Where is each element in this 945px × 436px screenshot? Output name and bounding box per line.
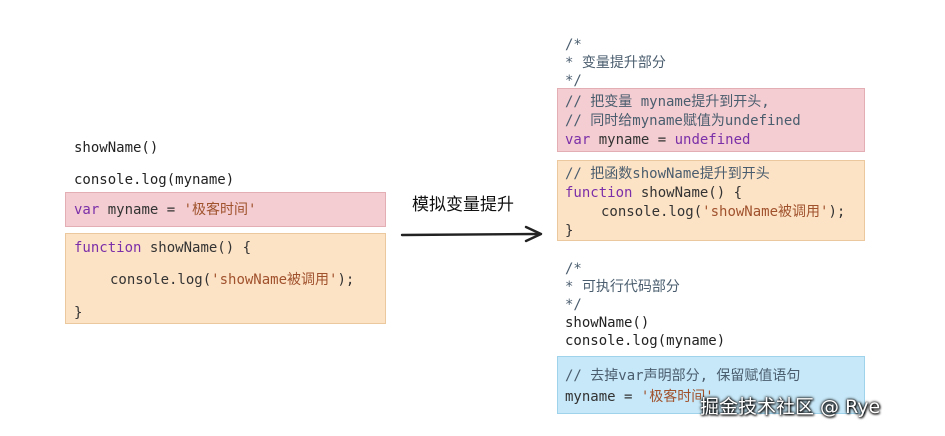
right-mid-comment-open: /* [565,261,582,277]
right-assignment-block: // 去掉var声明部分, 保留赋值语句 myname = '极客时间' [557,356,865,414]
arrow-shaft [400,232,540,237]
arrow-head [524,225,543,243]
hoisting-arrow [400,225,543,243]
right-top-comment-close: */ [565,73,582,89]
function-keyword: function [74,240,142,256]
right-function-line1: function showName() { [565,184,742,202]
left-function-line1: function showName() { [74,239,251,257]
console-log-call: console.log( [110,272,212,288]
right-hoisted-function-block: // 把函数showName提升到开头 function showName() … [557,160,865,241]
right-console-log-close: ); [828,204,846,220]
left-function-declaration-block: function showName() { console.log('showN… [65,233,386,324]
right-blue-comment: // 去掉var声明部分, 保留赋值语句 [565,368,801,384]
arrow-label: 模拟变量提升 [412,195,514,215]
assignment-string: '极客时间' [640,389,714,405]
watermark: 掘金技术社区 @ Rye [700,396,881,418]
right-var-rest: myname = [590,132,675,148]
right-blue-code: myname = '极客时间' [565,388,714,406]
right-function-keyword: function [565,185,633,201]
right-red-code: var myname = undefined [565,131,750,149]
right-function-line3: } [565,223,574,239]
var-rest: myname = [99,202,184,218]
console-log-string: 'showName被调用' [211,272,338,288]
right-red-comment2: // 同时给myname赋值为undefined [565,113,801,129]
right-function-signature: showName() { [632,185,743,201]
right-var-keyword: var [565,132,591,148]
right-top-comment-open: /* [565,37,582,53]
var-string: '极客时间' [183,202,257,218]
right-console-log-string: 'showName被调用' [702,204,829,220]
right-console-log-call: console.log( [601,204,703,220]
assignment-target: myname = [565,389,641,405]
console-log-close: ); [337,272,355,288]
right-mid-comment-title: * 可执行代码部分 [565,279,680,295]
var-keyword: var [74,202,100,218]
right-mid-comment-close: */ [565,297,582,313]
left-function-line3: } [74,305,83,321]
right-hoisted-variable-block: // 把变量 myname提升到开头, // 同时给myname赋值为undef… [557,88,865,152]
left-code-line-showname-call: showName() [74,140,159,156]
right-undefined-value: undefined [674,132,751,148]
function-signature: showName() { [141,240,252,256]
right-orange-comment: // 把函数showName提升到开头 [565,166,770,182]
right-exec-console-log: console.log(myname) [565,333,726,349]
left-code-line-console-log: console.log(myname) [74,172,235,188]
right-top-comment-title: * 变量提升部分 [565,55,666,71]
left-var-line: var myname = '极客时间' [74,201,256,219]
left-function-line2: console.log('showName被调用'); [110,271,354,289]
right-red-comment1: // 把变量 myname提升到开头, [565,94,770,110]
left-var-declaration-block: var myname = '极客时间' [65,192,386,227]
right-exec-showname-call: showName() [565,315,650,331]
right-function-line2: console.log('showName被调用'); [601,203,845,221]
